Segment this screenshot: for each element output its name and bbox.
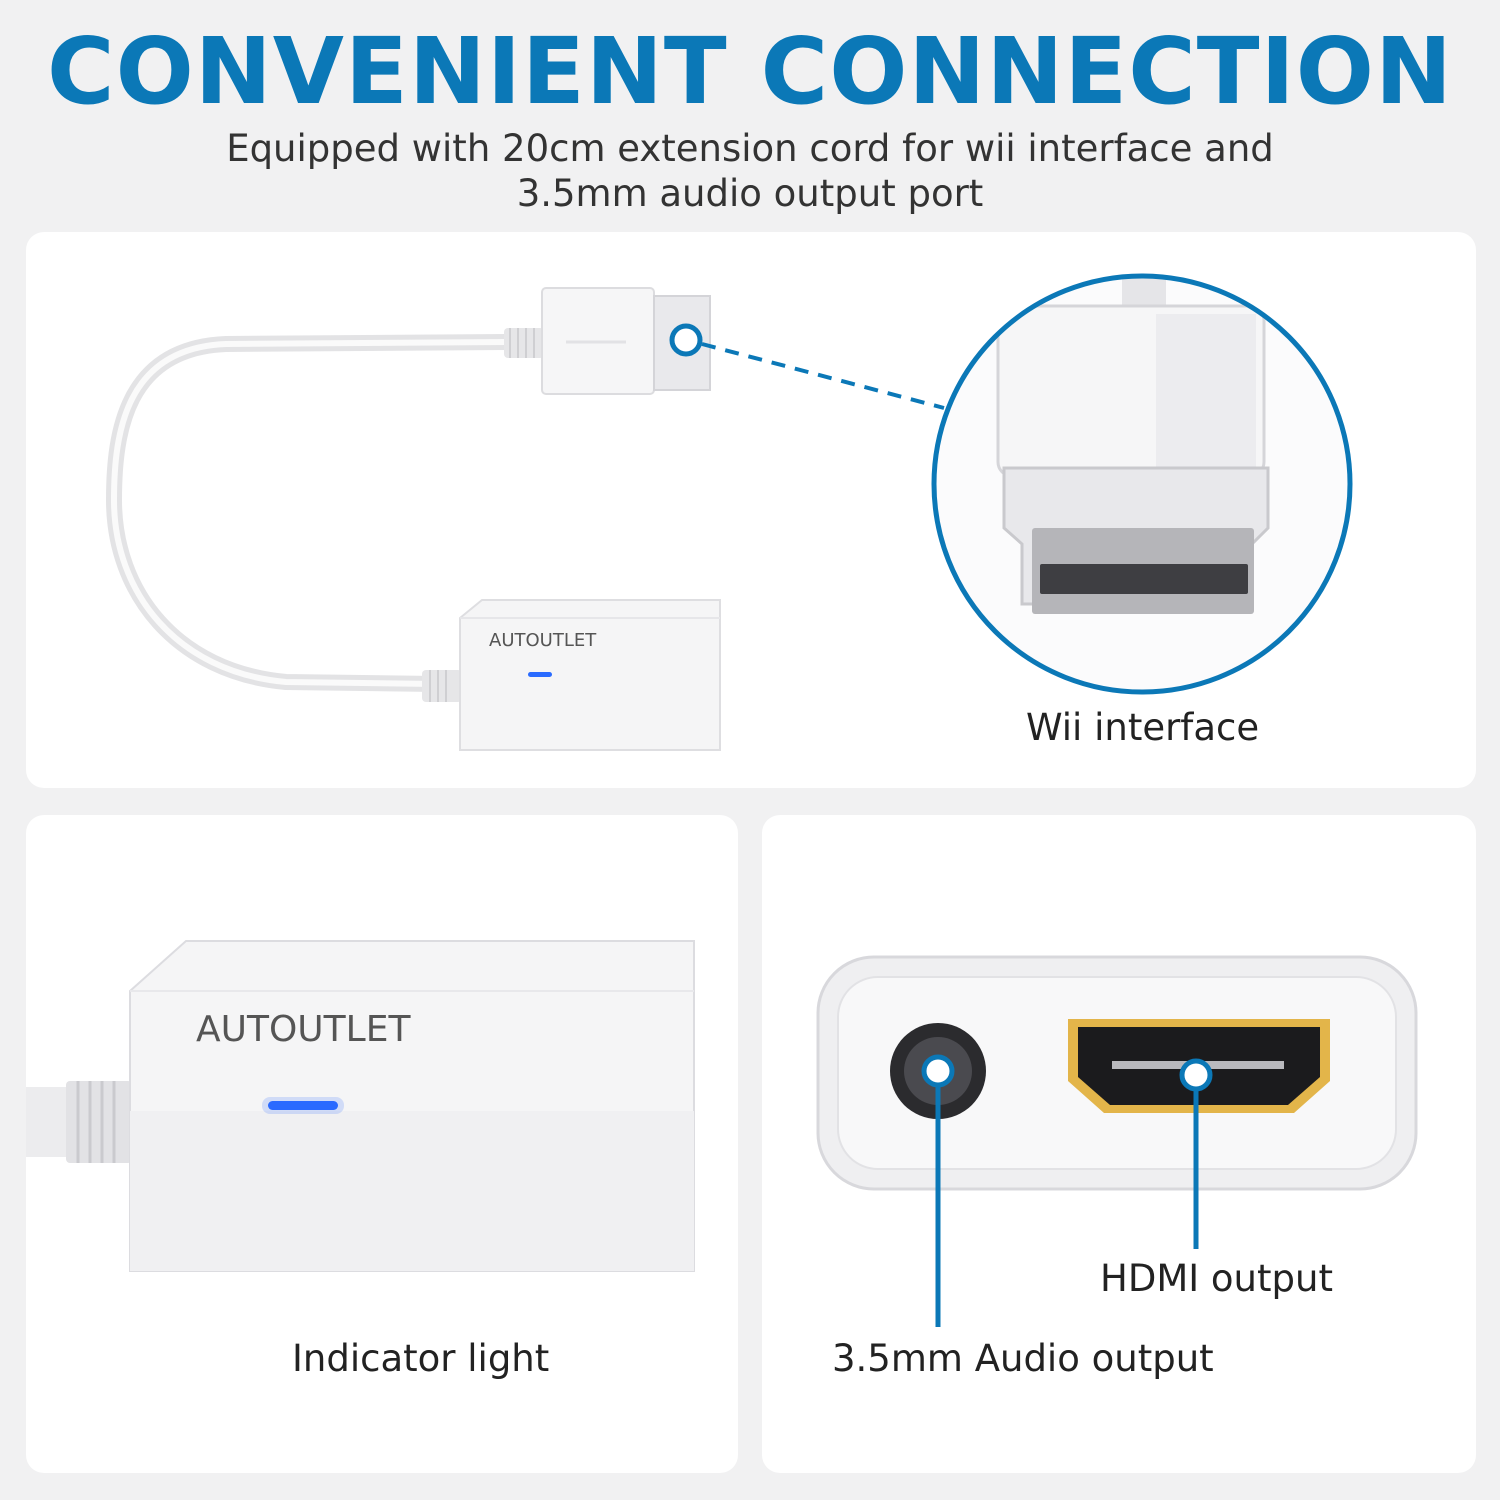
brand-logo-small: AUTOUTLET — [489, 630, 597, 651]
wii-callout — [669, 323, 945, 410]
strain-relief-top — [504, 328, 544, 358]
caption-audio-output: 3.5mm Audio output — [832, 1337, 1214, 1380]
indicator-led-small — [528, 672, 552, 677]
hdmi-port — [1068, 1019, 1330, 1113]
cable-stub — [26, 1081, 132, 1163]
caption-indicator-light: Indicator light — [292, 1337, 550, 1380]
adapter-closeup-illustration: AUTOUTLET — [26, 940, 695, 1272]
adapter-cable-illustration: AUTOUTLET — [105, 273, 1353, 751]
page-subtitle: Equipped with 20cm extension cord for wi… — [200, 126, 1300, 216]
wii-interface-panel: AUTOUTLET Wii interface — [26, 232, 1476, 788]
adapter-body-small: AUTOUTLET — [422, 599, 721, 751]
caption-wii-interface: Wii interface — [1026, 706, 1260, 749]
adapter-body-large: AUTOUTLET — [129, 940, 695, 1272]
hdmi-callout-dot-icon — [1179, 1058, 1213, 1092]
caption-hdmi-output: HDMI output — [1100, 1257, 1333, 1300]
audio-jack-port — [890, 1023, 986, 1119]
audio-callout-dot-icon — [921, 1054, 955, 1088]
subtitle-line-2: 3.5mm audio output port — [516, 172, 984, 215]
output-ports-panel: HDMI output 3.5mm Audio output — [762, 815, 1476, 1473]
output-ports-illustration — [816, 955, 1418, 1327]
callout-dot-icon — [669, 323, 703, 357]
subtitle-line-1: Equipped with 20cm extension cord for wi… — [226, 127, 1274, 170]
page-title: CONVENIENT CONNECTION — [47, 18, 1453, 125]
indicator-led-icon — [268, 1101, 338, 1110]
brand-logo-large: AUTOUTLET — [196, 1009, 411, 1050]
wii-interface-zoom — [931, 273, 1353, 695]
indicator-light-panel: AUTOUTLET Indicator light — [26, 815, 738, 1473]
